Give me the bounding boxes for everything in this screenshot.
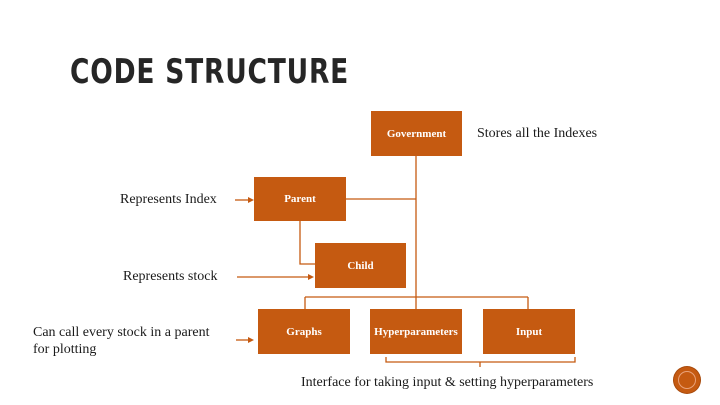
government-note: Stores all the Indexes bbox=[477, 126, 598, 141]
graphs-note-line2: for plotting bbox=[33, 342, 97, 357]
hyperparameters-box: Hyperparameters bbox=[370, 309, 462, 354]
parent-label: Parent bbox=[284, 193, 316, 205]
bottom-note: Interface for taking input & setting hyp… bbox=[301, 375, 594, 390]
slide-logo bbox=[674, 367, 700, 393]
slide-title: CODE STRUCTURE bbox=[70, 52, 350, 92]
graphs-note-line1: Can call every stock in a parent bbox=[33, 325, 210, 340]
graphs-box: Graphs bbox=[258, 309, 350, 354]
parent-note: Represents Index bbox=[120, 192, 217, 207]
parent-box: Parent bbox=[254, 177, 346, 221]
child-note: Represents stock bbox=[123, 269, 218, 284]
parent-arrow-head bbox=[248, 197, 254, 203]
logo-ring-icon bbox=[678, 371, 696, 389]
bottom-brace bbox=[385, 357, 576, 363]
hyperparameters-label: Hyperparameters bbox=[374, 325, 458, 338]
graphs-label: Graphs bbox=[286, 325, 322, 338]
graphs-arrow-head bbox=[248, 337, 254, 343]
input-box: Input bbox=[483, 309, 575, 354]
parent-child-connector bbox=[299, 221, 315, 265]
child-arrow-head bbox=[308, 274, 314, 280]
child-label: Child bbox=[347, 259, 374, 272]
child-box: Child bbox=[315, 243, 406, 288]
government-box: Government bbox=[371, 111, 462, 156]
government-label: Government bbox=[386, 127, 447, 140]
input-label: Input bbox=[515, 325, 543, 338]
